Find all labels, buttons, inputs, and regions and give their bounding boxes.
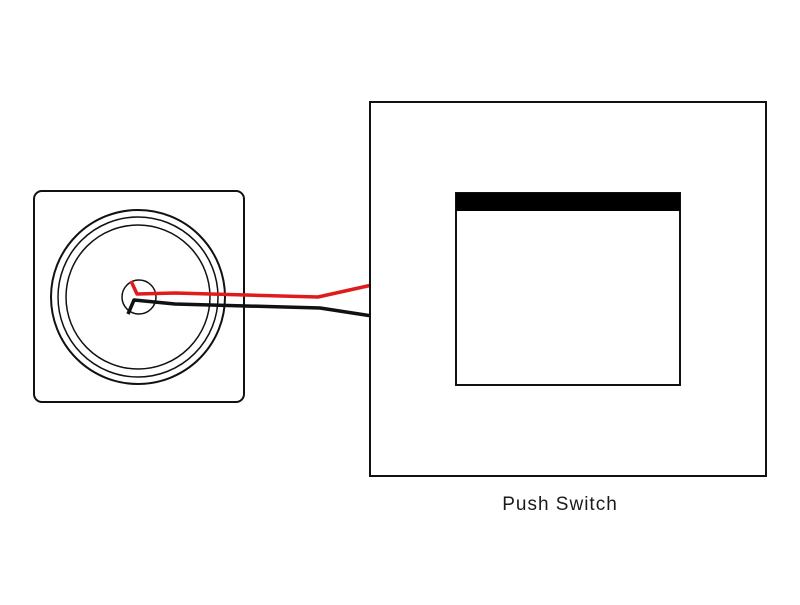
speaker-component	[33, 190, 245, 403]
push-switch-button-cap	[456, 193, 680, 211]
push-switch-component	[369, 101, 767, 477]
black-wire	[126, 298, 373, 318]
red-wire	[129, 280, 373, 299]
speaker-terminal-hole	[121, 279, 157, 315]
speaker-middle-ring	[57, 216, 219, 378]
push-switch-caption: Push Switch	[502, 494, 618, 515]
wires	[126, 280, 373, 318]
speaker-inner-ring	[65, 224, 211, 370]
speaker-outer-ring	[50, 209, 226, 385]
push-switch-button	[455, 192, 681, 386]
